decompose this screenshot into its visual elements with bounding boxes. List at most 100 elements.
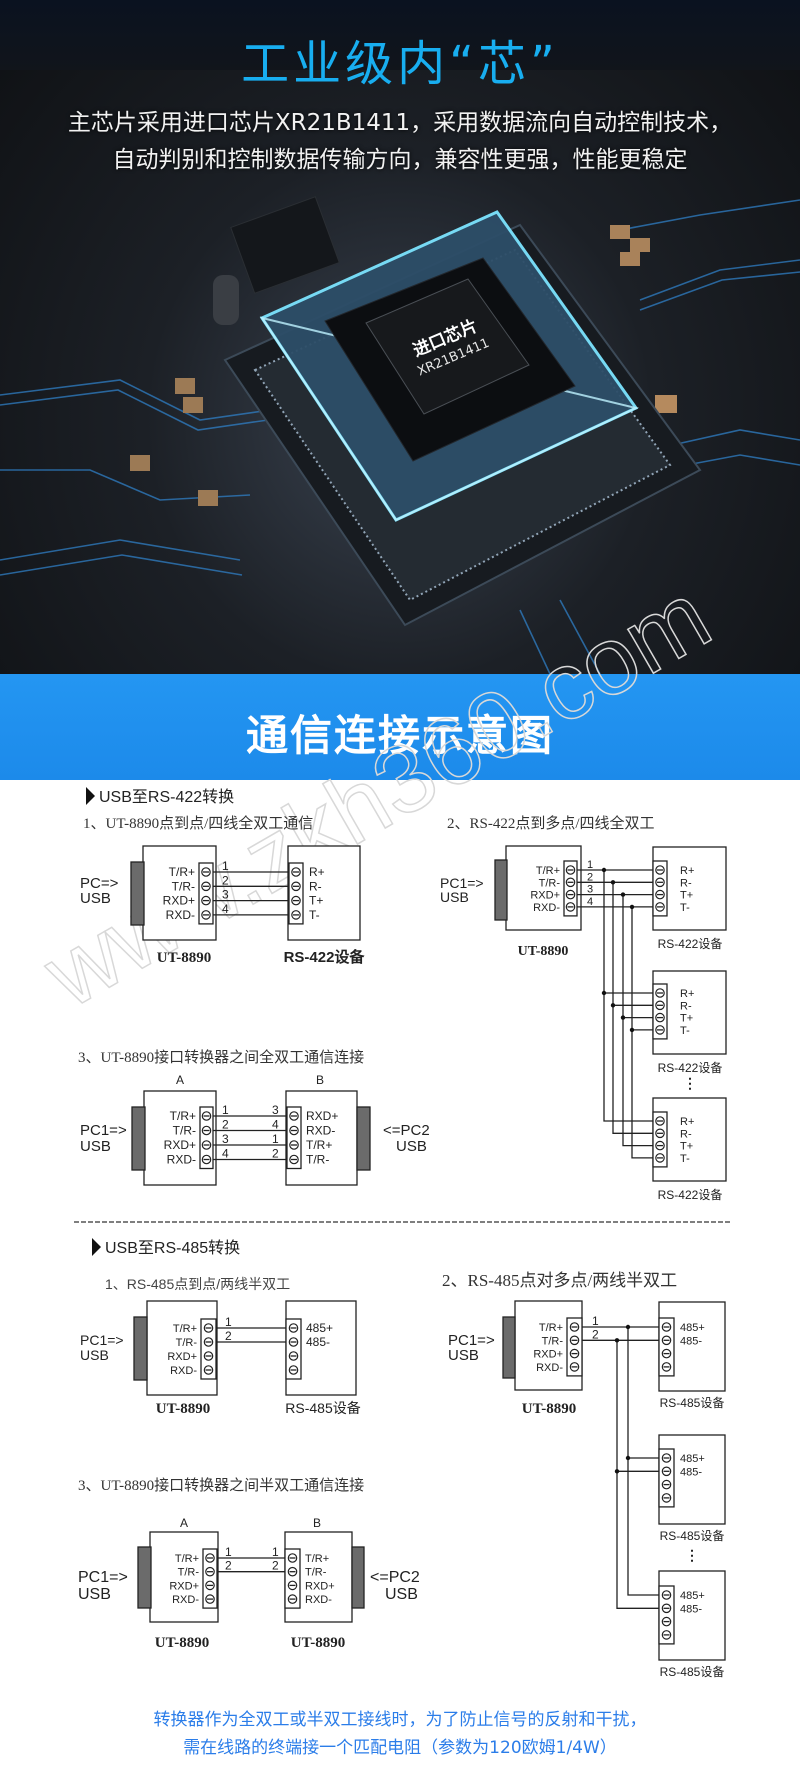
pin-label: 485- — [306, 1335, 330, 1349]
pin-label: T/R+ — [175, 1553, 199, 1565]
pc2-label: <=PC2 — [383, 1122, 430, 1139]
terminal-block — [563, 860, 578, 917]
rs485-d2-title: 2、RS-485点对多点/两线半双工 — [442, 1271, 677, 1290]
pin-label: RXD+ — [306, 1109, 338, 1123]
terminal-block — [652, 1111, 668, 1168]
junction-dot — [614, 1338, 620, 1343]
hero-top-band — [0, 0, 800, 70]
hero-title: 工业级内“芯” — [241, 36, 559, 92]
wire-number: 3 — [222, 1132, 229, 1146]
pin-label: RXD+ — [530, 890, 560, 902]
pin-label: T- — [309, 908, 320, 922]
wire-number: 1 — [222, 859, 229, 873]
pin-label: T- — [680, 1025, 690, 1037]
wire-number: 1 — [225, 1545, 232, 1559]
pin-label: 485+ — [306, 1321, 333, 1335]
converter-label: UT-8890 — [156, 1401, 210, 1417]
unit-b-label: B — [313, 1516, 321, 1530]
unit-b-label: B — [316, 1073, 324, 1087]
wire-number: 1 — [225, 1315, 232, 1329]
terminal-block — [286, 1106, 302, 1170]
terminal-block — [658, 1448, 675, 1508]
ellipsis: ⋮ — [683, 1075, 697, 1091]
wire-number: 4 — [222, 902, 229, 916]
terminal-block — [652, 983, 668, 1040]
bus-line — [631, 906, 653, 1159]
wire-number: 1 — [272, 1132, 279, 1146]
usb-connector — [130, 861, 145, 926]
bus-line — [627, 1327, 659, 1596]
pin-label: RXD+ — [167, 1351, 197, 1363]
pin-label: RXD- — [167, 1153, 196, 1167]
pin-label: T/R+ — [536, 865, 560, 877]
usb-connector — [356, 1106, 371, 1171]
pin-label: RXD- — [166, 908, 195, 922]
rs485-d1-title: 1、RS-485点到点/两线半双工 — [105, 1276, 290, 1292]
pin-label: 485+ — [680, 1453, 705, 1465]
converter-label: UT-8890 — [522, 1401, 576, 1417]
note-line-2: 需在线路的终端接一个匹配电阻（参数为120欧姆1/4W） — [183, 1738, 617, 1758]
device-label: RS-422设备 — [658, 1061, 723, 1075]
bus-line — [616, 1340, 659, 1609]
pin-label: R- — [680, 1000, 692, 1012]
usb-label: USB — [448, 1347, 479, 1364]
wire-number: 1 — [592, 1314, 599, 1328]
device-label: RS-422设备 — [658, 937, 723, 951]
pin-label: T/R+ — [306, 1138, 332, 1152]
rs485-d3-title: 3、UT-8890接口转换器之间半双工通信连接 — [78, 1477, 364, 1494]
wire-number: 2 — [272, 1147, 279, 1161]
bus-line — [612, 882, 653, 1134]
device-label: RS-485设备 — [285, 1400, 360, 1416]
wire-number: 2 — [222, 873, 229, 887]
pin-label: T/R- — [176, 1337, 198, 1349]
triangle-bullet-icon — [86, 787, 95, 805]
pin-label: RXD- — [170, 1365, 197, 1377]
usb-connector — [137, 1546, 152, 1609]
wire-number: 4 — [222, 1147, 229, 1161]
pin-label: T/R+ — [305, 1553, 329, 1565]
terminal-block — [658, 1585, 675, 1645]
device-label: RS-422设备 — [284, 948, 366, 966]
section-banner: 通信连接示意图 — [0, 674, 800, 780]
ellipsis: ⋮ — [685, 1547, 699, 1563]
pin-label: RXD- — [306, 1124, 335, 1138]
pin-label: R- — [680, 1128, 692, 1140]
pin-label: T/R+ — [539, 1322, 563, 1334]
junction-dot — [620, 892, 626, 897]
rs422-heading: USB至RS-422转换 — [99, 788, 234, 806]
wire-number: 2 — [587, 871, 593, 883]
terminal-block — [658, 1317, 675, 1377]
wire-number: 1 — [587, 859, 593, 871]
terminal-block — [566, 1317, 583, 1377]
pc-label: PC=> — [80, 875, 119, 892]
junction-dot — [601, 990, 607, 996]
pc-label: PC1=> — [440, 875, 484, 891]
usb-connector — [502, 1316, 516, 1379]
pin-label: RXD+ — [164, 1138, 196, 1152]
chip-illustration: 进口芯片 XR21B1411 — [0, 196, 800, 674]
chip-label-plate — [365, 278, 530, 415]
usb-connector — [131, 1106, 146, 1171]
wire-number: 2 — [272, 1559, 279, 1573]
terminal-block — [200, 1318, 217, 1380]
pin-label: T/R- — [172, 879, 195, 893]
terminal-block — [652, 860, 668, 917]
terminal-block — [285, 1318, 302, 1380]
junction-dot — [620, 1015, 626, 1020]
pin-label: R+ — [680, 1116, 694, 1128]
pin-label: RXD- — [533, 902, 560, 914]
rs422-d2-title: 2、RS-422点到多点/四线全双工 — [447, 814, 655, 832]
pin-label: RXD- — [305, 1594, 332, 1606]
pin-label: 485+ — [680, 1322, 705, 1334]
pin-label: T/R- — [173, 1124, 196, 1138]
pin-label: RXD+ — [305, 1580, 335, 1592]
usb-label: USB — [80, 1138, 111, 1155]
note-line-1: 转换器作为全双工或半双工接线时，为了防止信号的反射和干扰， — [153, 1710, 647, 1730]
rs485-heading: USB至RS-485转换 — [105, 1239, 240, 1257]
usb-label: USB — [78, 1586, 111, 1603]
pc1-label: PC1=> — [78, 1569, 128, 1586]
usb-label: USB — [80, 890, 111, 907]
junction-dot — [601, 867, 607, 873]
terminal-block — [284, 1548, 301, 1609]
